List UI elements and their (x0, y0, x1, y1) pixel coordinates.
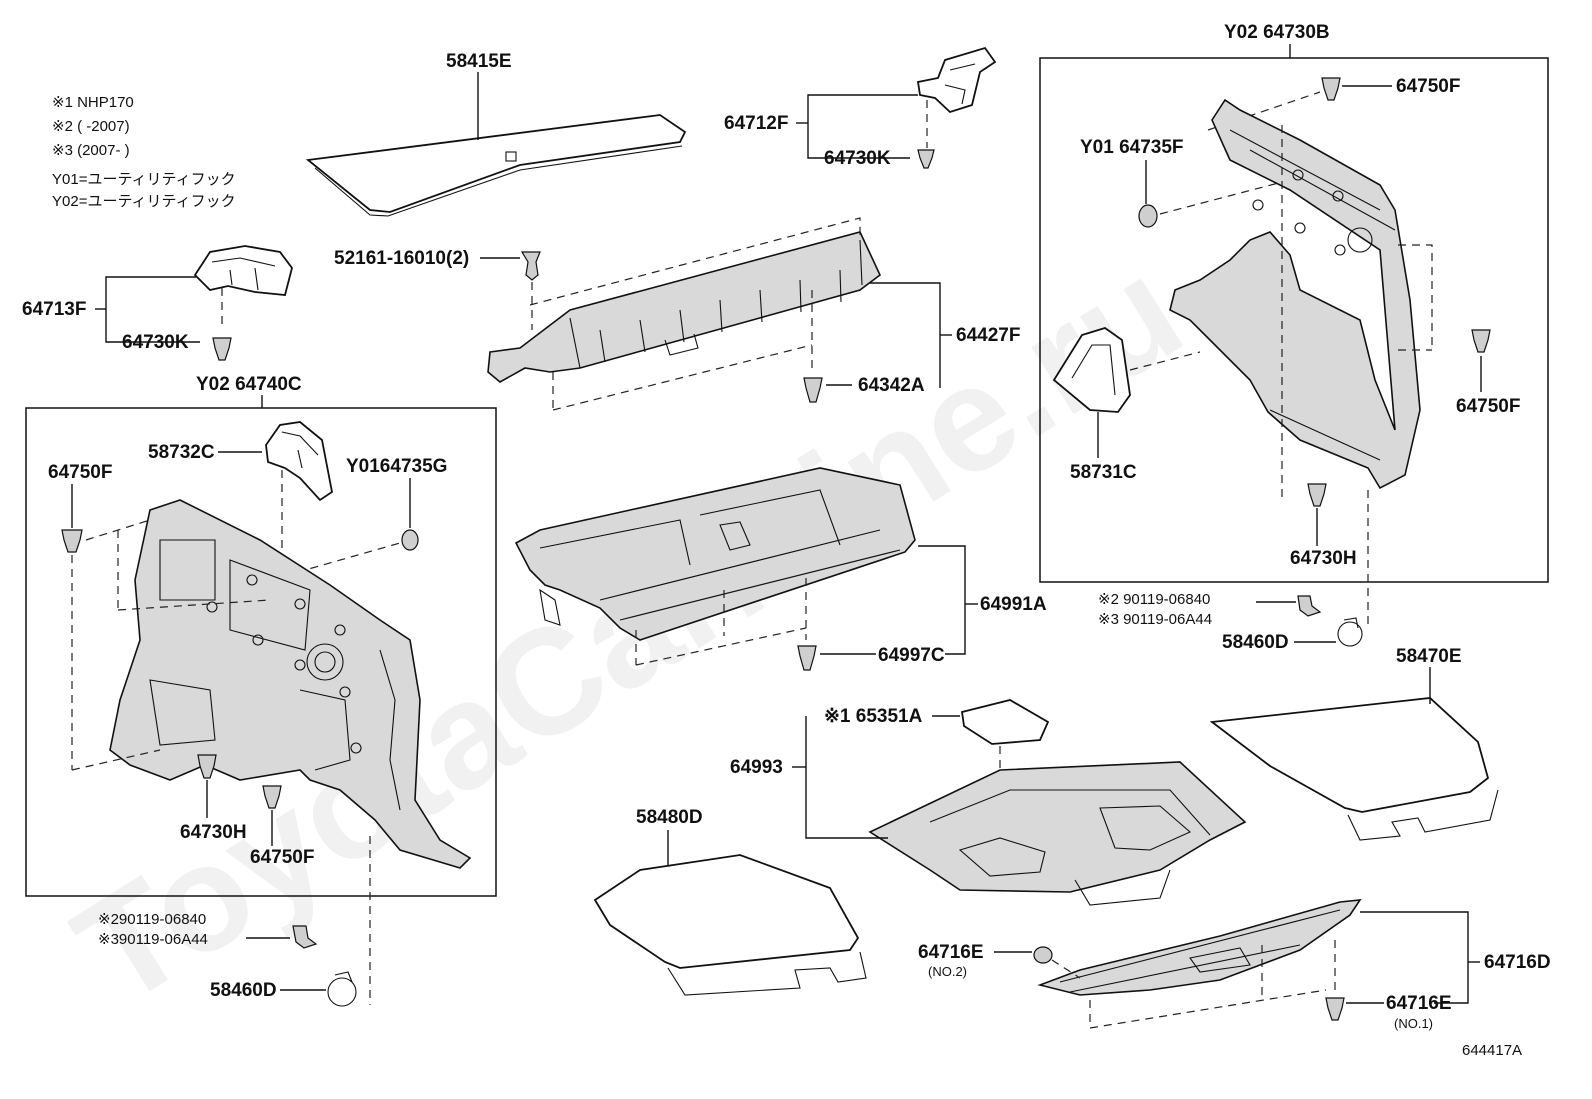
label-58480D: 58480D (636, 807, 703, 828)
part-64713F[interactable]: 64713F 64730K (22, 245, 293, 361)
note-1: ※1 NHP170 (52, 94, 134, 111)
label-65351A: ※1 65351A (824, 706, 923, 727)
label-58460D-right: 58460D (1222, 632, 1289, 653)
label-64730H-left: 64730H (180, 822, 247, 843)
label-64716D: 64716D (1484, 952, 1551, 973)
label-s3-90119-right: ※3 90119-06A44 (1098, 611, 1212, 628)
label-Y01-64735F: Y01 64735F (1080, 137, 1184, 158)
label-64716E-no2: 64716E (918, 942, 984, 963)
label-no2: (NO.2) (928, 964, 967, 979)
note-2: ※2 ( -2007) (52, 118, 130, 135)
group-90119-left[interactable]: ※290119-06840 ※390119-06A44 58460D (98, 836, 371, 1007)
label-58732C: 58732C (148, 442, 215, 463)
part-64427F[interactable]: 52161-16010(2) 64427F 64342A (334, 217, 1020, 411)
label-64993: 64993 (730, 757, 783, 778)
part-58470E[interactable]: 58470E (1209, 646, 1499, 841)
label-64750F-right-mid: 64750F (1456, 396, 1520, 417)
label-Y02-64740C: Y02 64740C (196, 374, 302, 395)
label-58415E: 58415E (446, 51, 512, 72)
note-3: ※3 (2007- ) (52, 142, 130, 159)
part-64991A[interactable]: 64991A 64997C (514, 467, 1047, 671)
label-64712F: 64712F (724, 113, 788, 134)
part-58415E[interactable]: 58415E (305, 51, 687, 217)
part-64716D[interactable]: 64716D 64716E (NO.2) 64716E (NO.1) (918, 899, 1551, 1031)
label-64342A: 64342A (858, 375, 925, 396)
label-64716E-no1: 64716E (1386, 993, 1452, 1014)
label-58731C: 58731C (1070, 462, 1137, 483)
part-58480D[interactable]: 58480D (593, 807, 867, 996)
label-s3-90119-left: ※390119-06A44 (98, 931, 208, 948)
label-64730H-right: 64730H (1290, 548, 1357, 569)
label-64750F-left-top: 64750F (48, 462, 112, 483)
label-s2-90119-left: ※290119-06840 (98, 911, 206, 928)
label-Y02-64730B: Y02 64730B (1224, 22, 1330, 43)
label-no1: (NO.1) (1394, 1016, 1433, 1031)
part-64993[interactable]: ※1 65351A 64993 (730, 699, 1247, 906)
group-64730B[interactable]: Y02 64730B 64750F Y01 64735F 64750F (1039, 22, 1549, 628)
label-64713F: 64713F (22, 299, 86, 320)
label-s2-90119-right: ※2 90119-06840 (1098, 591, 1210, 608)
diagram-id: 644417A (1462, 1042, 1522, 1059)
part-64712F[interactable]: 64712F 64730K (724, 46, 997, 169)
label-64750F-left-bottom: 64750F (250, 847, 314, 868)
group-64740C[interactable]: Y02 64740C 58732C Y0164735G 64750F (25, 374, 497, 897)
label-64991A: 64991A (980, 594, 1047, 615)
label-64997C: 64997C (878, 645, 945, 666)
label-64730K-left: 64730K (122, 332, 189, 353)
label-64750F-right-top: 64750F (1396, 76, 1460, 97)
label-64730K-top: 64730K (824, 148, 891, 169)
label-64427F: 64427F (956, 325, 1020, 346)
note-y01: Y01=ユーティリティフック (52, 171, 236, 188)
label-58460D-left: 58460D (210, 980, 277, 1001)
note-y02: Y02=ユーティリティフック (52, 193, 236, 210)
label-Y01-64735G: Y0164735G (346, 456, 447, 477)
label-58470E: 58470E (1396, 646, 1462, 667)
label-52161-16010: 52161-16010(2) (334, 248, 469, 269)
notes-block: ※1 NHP170 ※2 ( -2007) ※3 (2007- ) Y01=ユー… (52, 94, 236, 210)
group-90119-right[interactable]: ※2 90119-06840 ※3 90119-06A44 58460D (1098, 591, 1363, 653)
